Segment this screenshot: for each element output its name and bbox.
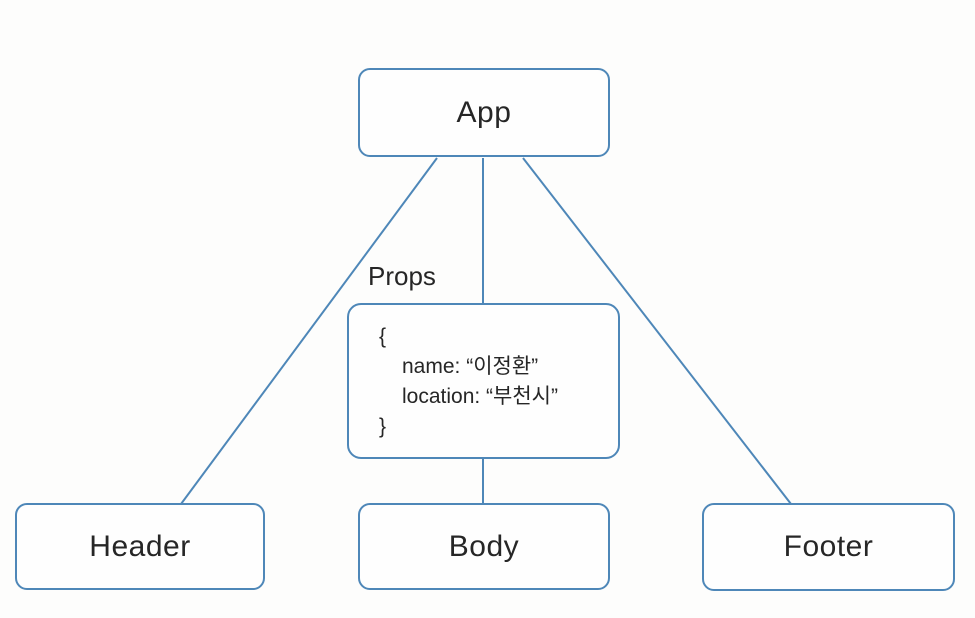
node-body-label: Body bbox=[448, 529, 520, 563]
props-code-close-brace: } bbox=[379, 415, 387, 438]
props-label: Props bbox=[368, 261, 436, 291]
props-code-name: name: “이정환” bbox=[402, 355, 539, 378]
props-code-location: location: “부천시” bbox=[402, 385, 558, 408]
edge-app-header bbox=[180, 157, 438, 505]
props-box: { name: “이정환” location: “부천시” } bbox=[347, 303, 620, 459]
node-app-label: App bbox=[456, 95, 512, 129]
edge-app-footer bbox=[522, 157, 792, 505]
node-header: Header bbox=[15, 503, 265, 590]
node-app: App bbox=[358, 68, 610, 157]
node-footer-label: Footer bbox=[783, 530, 874, 563]
node-body: Body bbox=[358, 503, 610, 590]
node-header-label: Header bbox=[89, 529, 191, 563]
node-footer: Footer bbox=[702, 503, 955, 591]
props-code-open-brace: { bbox=[379, 325, 387, 348]
